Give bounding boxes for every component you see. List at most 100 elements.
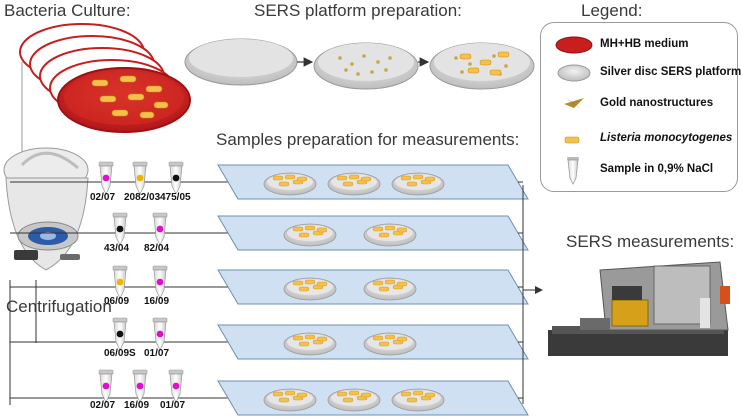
bacteria-cell <box>296 392 308 398</box>
sample-color-dot <box>172 174 180 182</box>
bacteria-cell <box>384 225 396 231</box>
sers-disc <box>391 388 445 412</box>
bacteria-cell <box>296 176 308 182</box>
tube-label: 01/07 <box>144 348 170 359</box>
bacteria-cell <box>360 392 372 398</box>
sample-color-dot <box>156 225 164 233</box>
silver-disc-icon <box>557 64 591 82</box>
bacteria-cell <box>400 175 412 181</box>
sample-tube <box>152 317 168 351</box>
bacteria-cell <box>298 232 310 238</box>
tube-label: 06/09 <box>104 296 130 307</box>
bacteria-cell <box>272 391 284 397</box>
bacteria-cell <box>360 176 372 182</box>
sample-row <box>10 317 529 360</box>
sers-platform-preparation <box>184 38 535 90</box>
tube-label: 475/05 <box>160 192 191 203</box>
collector-lines <box>522 185 543 404</box>
bacteria-cell <box>336 391 348 397</box>
bacteria-cell <box>292 280 304 286</box>
bacteria-cell <box>304 279 316 285</box>
bacteria-cell <box>378 341 390 347</box>
tube-label: 02/07 <box>90 400 116 411</box>
sers-disc <box>263 388 317 412</box>
sers-disc <box>391 172 445 196</box>
sample-color-dot <box>136 174 144 182</box>
sample-tube <box>112 212 128 246</box>
bacteria-cell <box>406 397 418 403</box>
bacteria-cell <box>336 175 348 181</box>
sers-disc <box>363 332 417 356</box>
bacteria-cell <box>412 390 424 396</box>
sers-disc <box>263 172 317 196</box>
sers-disc <box>283 332 337 356</box>
bacteria-cell <box>384 334 396 340</box>
legend-label-sample: Sample in 0,9% NaCl <box>600 163 714 175</box>
sers-disc <box>363 277 417 301</box>
bacteria-cell <box>372 335 384 341</box>
raman-spectrometer-image <box>548 261 730 356</box>
sample-tube <box>168 369 184 403</box>
bacteria-cell <box>396 336 408 342</box>
sample-color-dot <box>172 382 180 390</box>
legend-label-silver-disc: Silver disc SERS platform <box>600 66 742 78</box>
bacteria-cell <box>292 335 304 341</box>
bacteria-cell <box>292 226 304 232</box>
sample-color-dot <box>102 174 110 182</box>
tube-label: 43/04 <box>104 243 130 254</box>
sample-row <box>10 369 529 416</box>
sample-color-dot <box>156 330 164 338</box>
bacteria-cell <box>348 174 360 180</box>
sample-tube <box>152 212 168 246</box>
sample-color-dot <box>136 382 144 390</box>
sample-row <box>10 161 529 200</box>
bacteria-cell <box>342 397 354 403</box>
bacteria-cell <box>304 334 316 340</box>
bacteria-cell <box>272 175 284 181</box>
bacteria-cell <box>396 227 408 233</box>
sample-tube <box>152 265 168 299</box>
sers-disc <box>327 388 381 412</box>
sample-color-dot <box>116 278 124 286</box>
plate-bacteria <box>91 75 169 119</box>
sers-platform-preparation-heading: SERS platform preparation: <box>254 1 462 20</box>
sample-rows <box>10 161 529 416</box>
bacteria-cell <box>278 181 290 187</box>
bacteria-cell <box>378 232 390 238</box>
bacteria-cell <box>284 174 296 180</box>
sers-disc <box>363 223 417 247</box>
petri-dish-stack <box>19 23 191 160</box>
bacteria-icon <box>564 136 580 144</box>
sers-measurements-heading: SERS measurements: <box>566 232 735 251</box>
bacteria-cell <box>316 281 328 287</box>
samples-preparation-heading: Samples preparation for measurements: <box>216 130 520 149</box>
sers-disc <box>283 277 337 301</box>
bacteria-cell <box>396 281 408 287</box>
agar-plate-icon <box>555 36 593 54</box>
sample-row <box>10 212 529 251</box>
sample-tube <box>168 161 184 195</box>
sample-color-dot <box>156 278 164 286</box>
bacteria-cell <box>378 286 390 292</box>
sample-color-dot <box>116 225 124 233</box>
legend-label-listeria: Listeria monocytogenes <box>600 132 733 144</box>
sample-tube <box>112 317 128 351</box>
bacteria-cell <box>298 341 310 347</box>
sers-disc <box>327 172 381 196</box>
bacteria-cell <box>304 225 316 231</box>
legend-label-medium: MH+HB medium <box>600 38 689 50</box>
centrifugation-heading: Centrifugation <box>6 297 112 316</box>
tube-label: 16/09 <box>124 400 150 411</box>
bacteria-cell <box>406 181 418 187</box>
bacteria-cell <box>412 174 424 180</box>
legend-label-gold: Gold nanostructures <box>600 97 714 109</box>
bacteria-cell <box>278 397 290 403</box>
sample-color-dot <box>116 330 124 338</box>
legend-heading: Legend: <box>581 1 643 20</box>
sample-color-dot <box>102 382 110 390</box>
bacteria-cell <box>372 226 384 232</box>
tube-label: 2082/03 <box>124 192 161 203</box>
bacteria-cell <box>424 176 436 182</box>
